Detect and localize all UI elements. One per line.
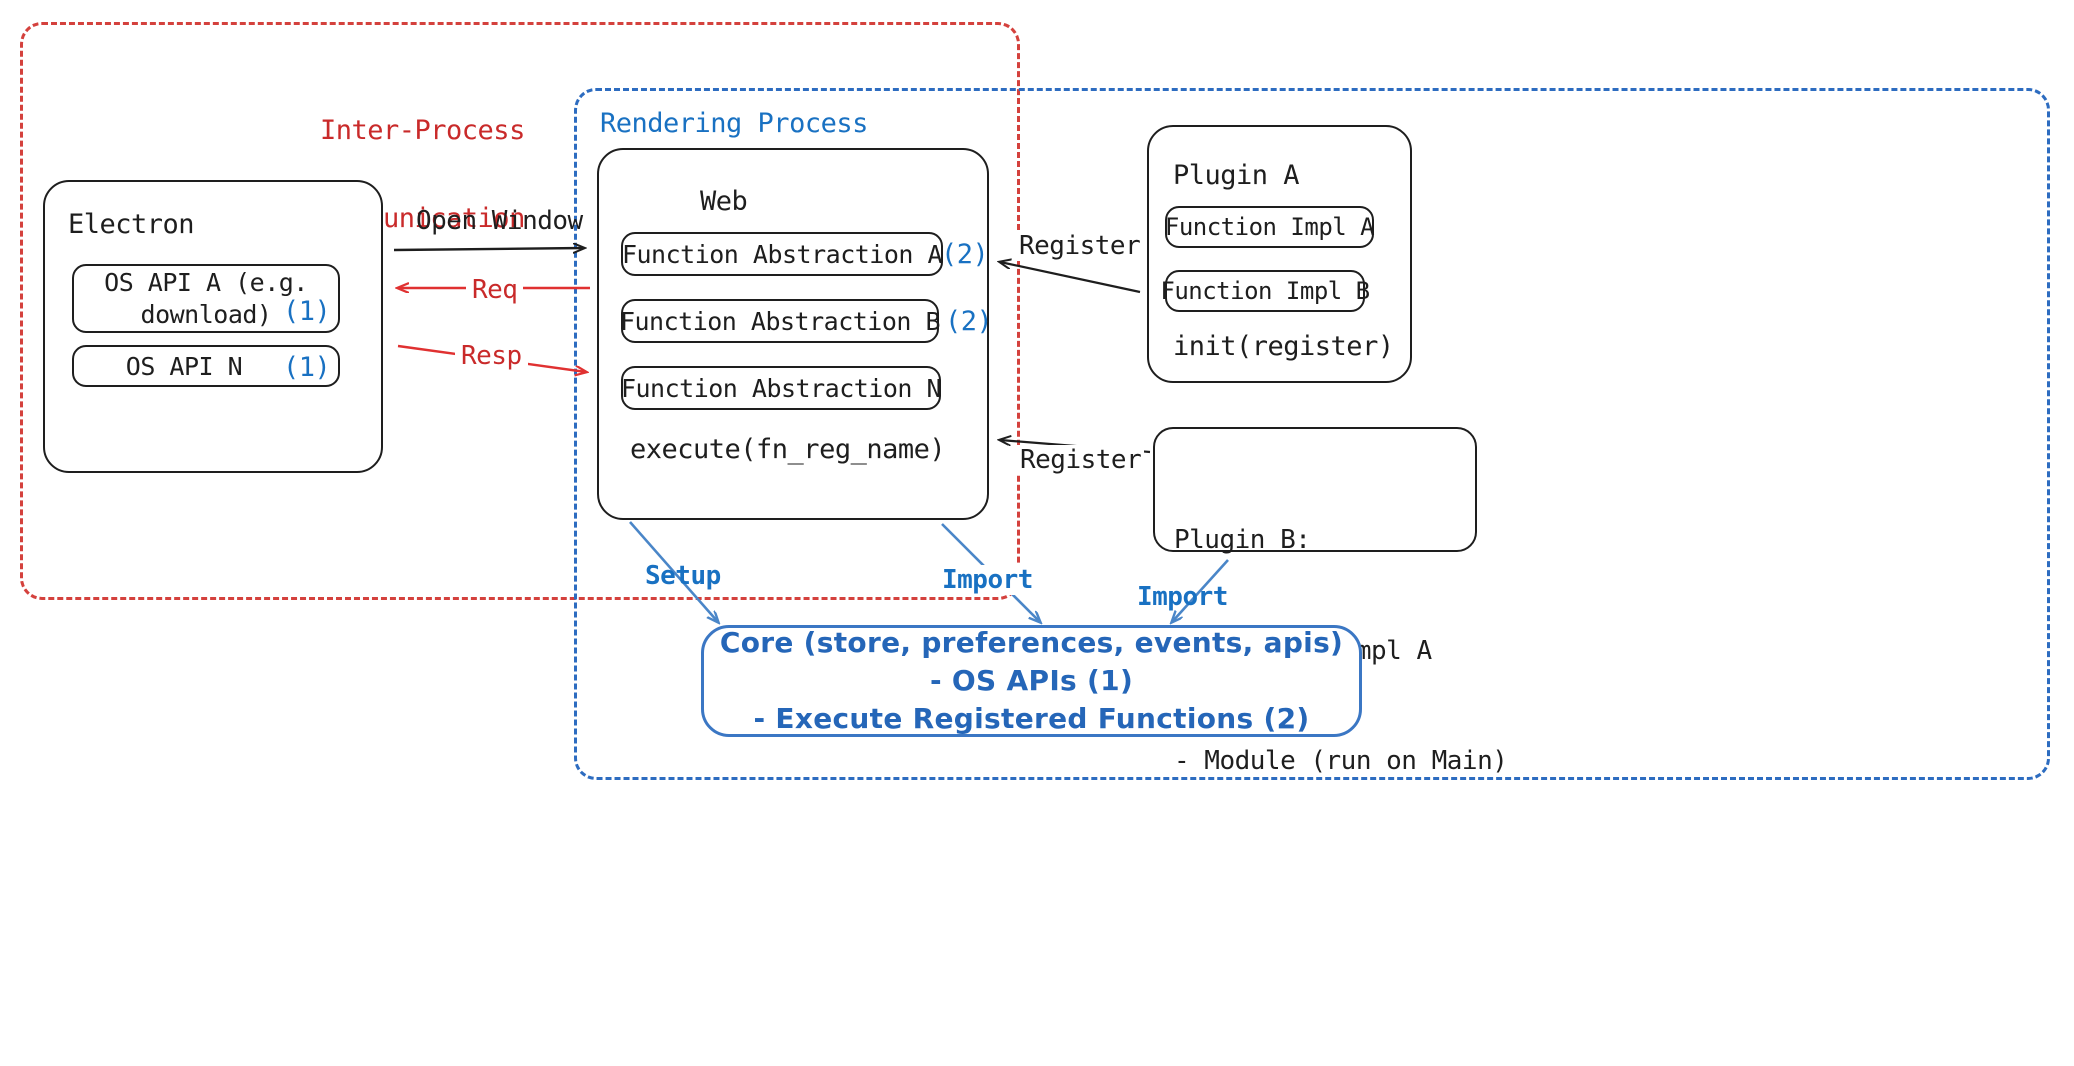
function-abstraction-b-label: Function Abstraction B — [619, 306, 941, 336]
plugin-a-box — [1147, 125, 1412, 383]
function-abstraction-b-box[interactable]: Function Abstraction B — [619, 299, 941, 343]
web-title: Web — [700, 186, 748, 217]
edge-label-resp: Resp — [455, 341, 528, 371]
plugin-b-box — [1153, 427, 1477, 552]
edge-label-import-web: Import — [940, 565, 1035, 595]
edge-label-import-plugin: Import — [1137, 582, 1228, 612]
electron-title: Electron — [68, 209, 195, 240]
plugin-a-function-impl-b-label: Function Impl B — [1160, 277, 1370, 305]
region-rendering-process-title: Rendering Process — [600, 108, 868, 139]
region-rendering-process — [574, 88, 2050, 780]
function-abstraction-n-box[interactable]: Function Abstraction N — [620, 366, 942, 410]
os-api-a-label: OS API A (e.g. download) — [104, 268, 308, 329]
function-abstraction-a-label: Function Abstraction A — [621, 239, 943, 269]
function-abstraction-b-tag: (2) — [945, 306, 993, 337]
plugin-a-function-impl-a-box[interactable]: Function Impl A — [1164, 206, 1375, 248]
function-abstraction-a-box[interactable]: Function Abstraction A — [621, 232, 943, 276]
edge-label-setup: Setup — [645, 561, 721, 591]
web-execute-label: execute(fn_reg_name) — [630, 434, 946, 465]
function-abstraction-n-label: Function Abstraction N — [620, 373, 942, 403]
region-ipc-title-line1: Inter-Process — [320, 115, 525, 146]
function-abstraction-a-tag: (2) — [941, 239, 989, 270]
plugin-b-title: Plugin B: — [1174, 524, 1311, 555]
plugin-b-item-1: - Module (run on Main) — [1174, 746, 1508, 777]
plugin-a-function-impl-a-label: Function Impl A — [1164, 213, 1375, 241]
core-line-2: - OS APIs (1) — [929, 664, 1134, 698]
os-api-n-box[interactable]: OS API N — [72, 345, 340, 387]
edge-label-register-plugin-a: Register — [1016, 231, 1144, 261]
plugin-a-init-label: init(register) — [1173, 331, 1394, 362]
region-inter-process-communication — [20, 22, 1020, 600]
os-api-a-box[interactable]: OS API A (e.g. download) — [72, 264, 340, 333]
core-line-3: - Execute Registered Functions (2) — [753, 701, 1310, 735]
edge-label-req: Req — [466, 275, 524, 305]
edge-label-register-plugin-b: Register — [1017, 445, 1145, 475]
os-api-n-label: OS API N — [125, 351, 243, 381]
plugin-a-title: Plugin A — [1173, 160, 1300, 191]
os-api-n-tag: (1) — [283, 352, 331, 383]
os-api-a-tag: (1) — [283, 296, 331, 327]
core-box: Core (store, preferences, events, apis) … — [701, 625, 1362, 737]
plugin-a-function-impl-b-box[interactable]: Function Impl B — [1160, 270, 1370, 312]
edge-label-open-window: Open Window — [416, 206, 583, 236]
core-line-1: Core (store, preferences, events, apis) — [719, 626, 1344, 660]
